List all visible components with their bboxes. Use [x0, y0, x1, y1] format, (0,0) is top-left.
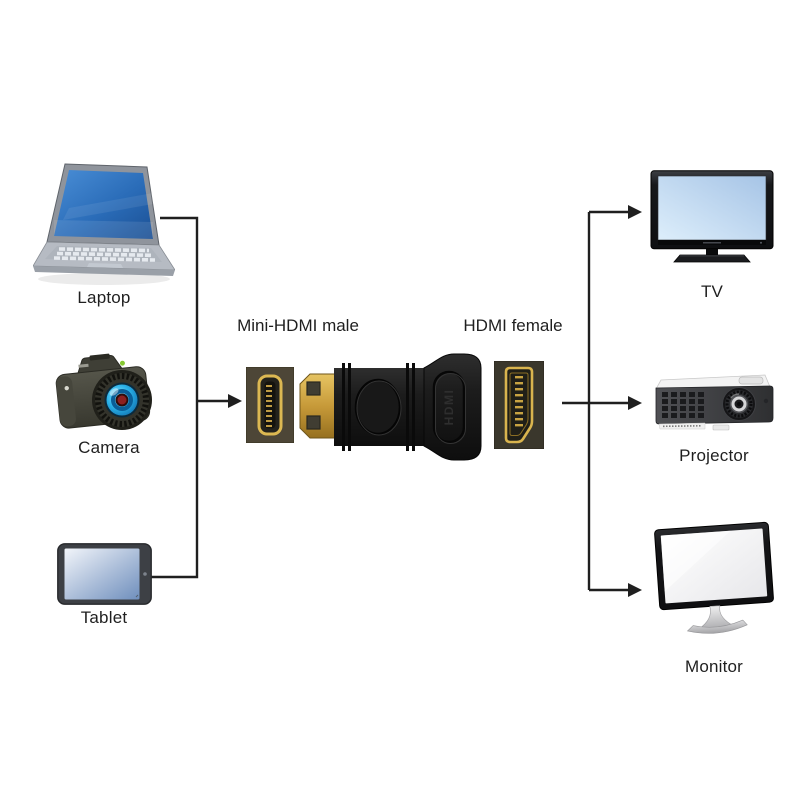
hdmi-female-port-photo: [493, 360, 545, 454]
tv-icon: [650, 170, 774, 263]
monitor-label: Monitor: [684, 657, 744, 676]
source-laptop: Laptop: [33, 160, 175, 306]
adapter-embossed-text: HDMI: [442, 389, 456, 426]
laptop-icon: [33, 163, 175, 285]
monitor-icon: [654, 521, 774, 634]
hdmi-female-port-icon: [493, 360, 545, 450]
source-camera: Camera: [50, 348, 168, 456]
mini-hdmi-male-label: Mini-HDMI male: [237, 316, 359, 335]
tablet-label: Tablet: [80, 608, 128, 627]
mini-hdmi-port-icon: [245, 366, 295, 444]
target-tv: TV: [650, 170, 774, 300]
target-monitor: Monitor: [650, 518, 778, 675]
monitor-arrowhead-icon: [628, 583, 642, 597]
source-tablet: Tablet: [56, 543, 152, 626]
camera-icon: [55, 353, 152, 430]
hdmi-female-label: HDMI female: [463, 316, 563, 335]
mini-hdmi-to-hdmi-adapter: HDMI: [298, 352, 482, 467]
laptop-label: Laptop: [77, 288, 131, 307]
tablet-icon: [56, 543, 152, 605]
adapter-arrowhead-icon: [228, 394, 242, 408]
projector-label: Projector: [679, 446, 749, 465]
adapter-icon: HDMI: [299, 353, 482, 461]
projector-arrowhead-icon: [628, 396, 642, 410]
camera-label: Camera: [78, 438, 140, 457]
target-projector: Projector: [653, 374, 775, 464]
tv-arrowhead-icon: [628, 205, 642, 219]
mini-hdmi-port-photo: [245, 366, 295, 448]
projector-icon: [655, 374, 774, 431]
tv-label: TV: [700, 282, 724, 301]
